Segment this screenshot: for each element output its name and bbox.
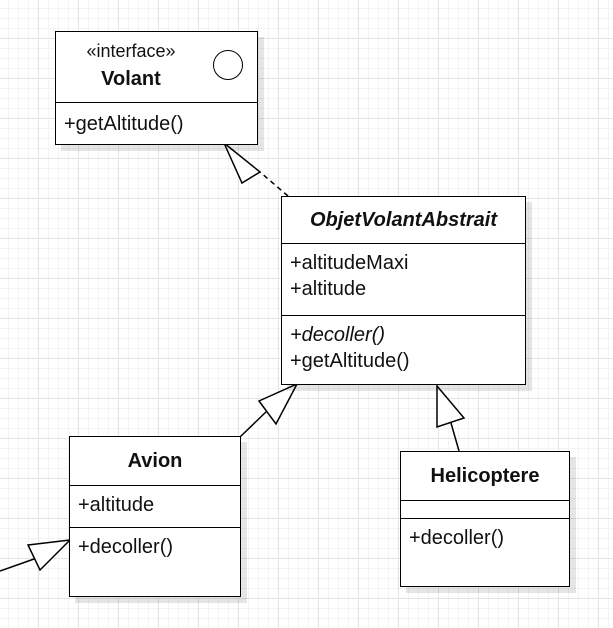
- attributes-compartment: +altitudeMaxi +altitude: [282, 243, 525, 315]
- operation-getaltitude: +getAltitude(): [64, 113, 184, 135]
- operations-compartment: +getAltitude(): [56, 102, 257, 144]
- class-objetvolantabstrait[interactable]: ObjetVolantAbstrait +altitudeMaxi +altit…: [281, 196, 526, 385]
- attribute-altitude: +altitude: [290, 278, 367, 300]
- operation-decoller: +decoller(): [409, 527, 505, 549]
- class-volant[interactable]: «interface» Volant +getAltitude(): [55, 31, 258, 145]
- generalization-arrow-avion-to-objetvolantabstrait[interactable]: [239, 382, 299, 438]
- attributes-compartment: +altitude: [70, 485, 240, 527]
- class-avion[interactable]: Avion +altitude +decoller(): [69, 436, 241, 597]
- realization-arrow-objetvolantabstrait-to-volant[interactable]: [223, 142, 289, 197]
- class-header: «interface» Volant: [56, 32, 257, 102]
- class-name: Volant: [101, 68, 161, 90]
- operations-compartment: +decoller(): [401, 518, 569, 551]
- attributes-compartment: [401, 500, 569, 518]
- class-name: Avion: [127, 450, 183, 472]
- class-name: ObjetVolantAbstrait: [309, 209, 498, 231]
- operation-decoller: +decoller(): [78, 536, 174, 558]
- operation-getaltitude: +getAltitude(): [290, 350, 410, 372]
- class-helicoptere[interactable]: Helicoptere +decoller(): [400, 451, 570, 587]
- interface-lollipop-icon: [213, 50, 243, 80]
- stereotype-label: «interface»: [86, 41, 176, 61]
- operation-decoller: +decoller(): [290, 324, 386, 346]
- class-name: Helicoptere: [430, 465, 540, 487]
- generalization-arrow-helicoptere-to-objetvolantabstrait[interactable]: [436, 383, 466, 452]
- attribute-altitudemaxi: +altitudeMaxi: [290, 252, 409, 274]
- attribute-altitude: +altitude: [78, 494, 155, 516]
- operations-compartment: +decoller(): [70, 527, 240, 560]
- operations-compartment: +decoller() +getAltitude(): [282, 315, 525, 374]
- generalization-arrow-offscreen-to-avion[interactable]: [0, 538, 73, 572]
